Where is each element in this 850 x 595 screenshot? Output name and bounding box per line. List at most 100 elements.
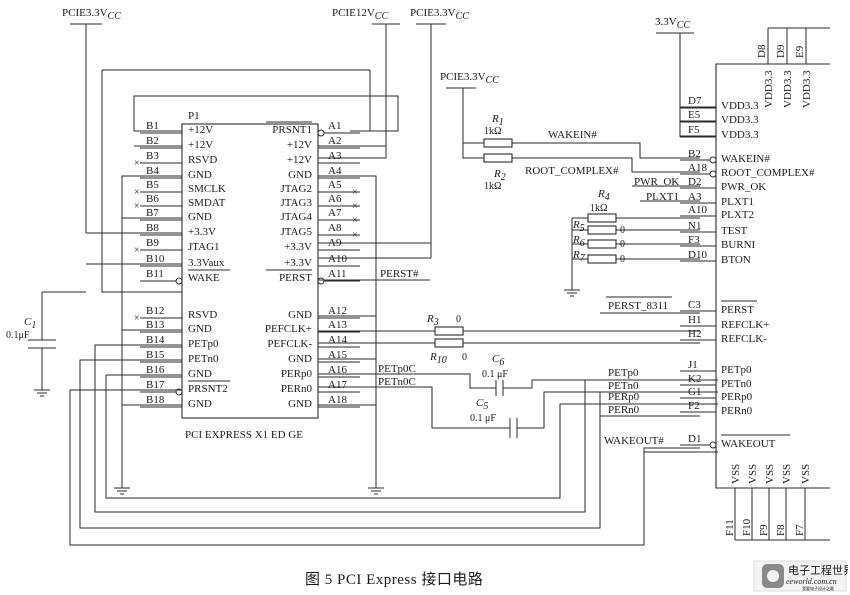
svg-text:0.1 μF: 0.1 μF: [470, 413, 496, 424]
svg-text:C5: C5: [476, 397, 488, 412]
chip-pin-d1: D1 WAKEOUT: [680, 433, 790, 450]
resistor-r1: R1 1kΩ: [463, 113, 700, 159]
pin-number: A14: [328, 334, 347, 346]
net-petn0c: PETn0C: [378, 376, 416, 388]
capacitor-c6: C6 0.1 μF: [318, 353, 700, 396]
pin-number: A4: [328, 165, 342, 177]
pin-signal: +12V: [188, 124, 213, 136]
watermark-logo-icon: 电子工程世界 eeworld.com.cn 我要电子设计之最: [753, 560, 848, 592]
svg-text:F8: F8: [775, 524, 787, 536]
connector-pin-b11: B11 WAKE: [140, 268, 230, 285]
pin-number: A1: [328, 120, 341, 132]
svg-text:N1: N1: [688, 220, 701, 232]
power-label-pcie3v3-mid: PCIE3.3VCC: [410, 7, 469, 258]
pin-number: A8: [328, 222, 342, 234]
svg-text:×: ×: [352, 215, 358, 226]
svg-text:VDD3.3: VDD3.3: [782, 70, 794, 108]
pin-number: B8: [146, 222, 159, 234]
svg-text:PLXT1: PLXT1: [721, 196, 754, 208]
no-connect-icon: ×: [134, 187, 140, 198]
svg-text:K2: K2: [688, 373, 701, 385]
svg-text:电子工程世界: 电子工程世界: [788, 564, 848, 577]
pin-signal: GND: [288, 309, 312, 321]
connector-pin-a3: A3+12V: [287, 150, 360, 166]
svg-text:F11: F11: [724, 519, 736, 536]
net-petp0: PETp0: [608, 367, 639, 379]
svg-text:H1: H1: [688, 314, 701, 326]
svg-text:×: ×: [352, 230, 358, 241]
svg-text:D9: D9: [775, 44, 787, 58]
svg-text:A18: A18: [688, 162, 707, 174]
svg-text:PETp0: PETp0: [721, 364, 752, 376]
pin-number: B7: [146, 207, 159, 219]
svg-text:PERn0: PERn0: [721, 405, 753, 417]
svg-text:C3: C3: [688, 299, 701, 311]
capacitor-c5: C5 0.1 μF: [318, 386, 700, 438]
pin-number: B4: [146, 165, 159, 177]
svg-text:PLXT2: PLXT2: [721, 209, 754, 221]
pin-signal: WAKE: [188, 272, 220, 284]
net-plxt1: PLXT1: [646, 191, 679, 203]
pin-signal: PERp0: [281, 368, 313, 380]
svg-text:R6: R6: [572, 234, 585, 249]
no-connect-icon: ×: [134, 201, 140, 212]
svg-text:R5: R5: [572, 219, 585, 234]
chip-pin-f8: VSS F8: [775, 464, 793, 536]
svg-text:0.1 μF: 0.1 μF: [482, 369, 508, 380]
pin-signal: PERST: [279, 272, 312, 284]
no-connect-icon: ×: [134, 313, 140, 324]
svg-text:VSS: VSS: [781, 464, 793, 484]
pin-signal: +3.3V: [284, 257, 312, 269]
power-label-pcie3v3-left: PCIE3.3VCC: [62, 7, 121, 233]
svg-text:D10: D10: [688, 249, 707, 261]
svg-text:D1: D1: [688, 433, 701, 445]
pin-number: B11: [146, 268, 164, 280]
svg-text:0: 0: [456, 314, 461, 325]
net-pern0: PERn0: [608, 404, 640, 416]
pin-signal: RSVD: [188, 309, 217, 321]
ground-symbol: [564, 289, 580, 297]
c1-value: 0.1μF: [6, 330, 30, 341]
pin-number: B5: [146, 179, 159, 191]
svg-text:PCIE3.3VCC: PCIE3.3VCC: [62, 7, 121, 22]
pin-number: A10: [328, 253, 347, 265]
pin-number: B12: [146, 305, 164, 317]
svg-text:VDD3.3: VDD3.3: [721, 114, 759, 126]
pin-number: B3: [146, 150, 159, 162]
connector-pin-b2: B2+12V: [140, 135, 213, 151]
c1-ref: C1: [24, 316, 36, 331]
svg-text:WAKEOUT: WAKEOUT: [721, 438, 776, 450]
net-perp0: PERp0: [608, 391, 640, 403]
svg-text:G1: G1: [688, 386, 701, 398]
svg-text:PERp0: PERp0: [721, 391, 753, 403]
svg-text:1kΩ: 1kΩ: [484, 126, 501, 137]
connector-ref: P1: [188, 110, 200, 122]
pin-number: B16: [146, 364, 165, 376]
svg-text:1kΩ: 1kΩ: [590, 203, 607, 214]
pin-number: A17: [328, 379, 347, 391]
